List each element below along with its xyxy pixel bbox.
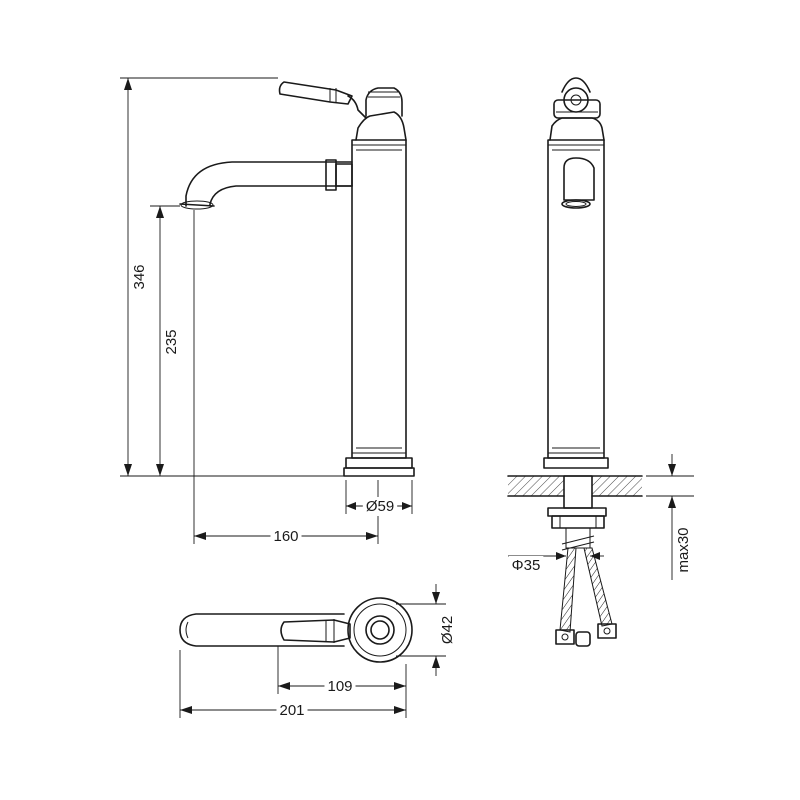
dim-total-height: 346 <box>131 264 148 289</box>
side-view <box>507 77 643 647</box>
dim-total-length: 201 <box>279 702 304 719</box>
top-view <box>179 597 413 663</box>
label-backing <box>324 677 356 696</box>
dim-body-diameter: Ø42 <box>439 616 456 644</box>
label-backing <box>674 524 693 576</box>
front-view <box>179 81 415 477</box>
label-backing <box>438 612 457 648</box>
top-view-dimensions: Ø42 109 201 <box>179 584 457 720</box>
label-backing <box>362 497 398 516</box>
label-backing <box>508 556 544 575</box>
dim-max-worktop: max30 <box>675 527 692 572</box>
label-backing <box>270 527 302 546</box>
dim-base-diameter: Ø59 <box>366 498 394 515</box>
dim-thread-diameter: Φ35 <box>512 557 541 574</box>
dim-handle-reach: 109 <box>327 678 352 695</box>
front-view-dimensions: 346 235 160 Ø59 <box>120 77 413 546</box>
label-backing <box>276 701 308 720</box>
label-backing <box>130 261 149 293</box>
dim-spout-reach: 160 <box>273 528 298 545</box>
dim-spout-height: 235 <box>163 329 180 354</box>
side-view-dimensions: max30 Φ35 <box>508 454 694 580</box>
label-backing <box>162 326 181 358</box>
